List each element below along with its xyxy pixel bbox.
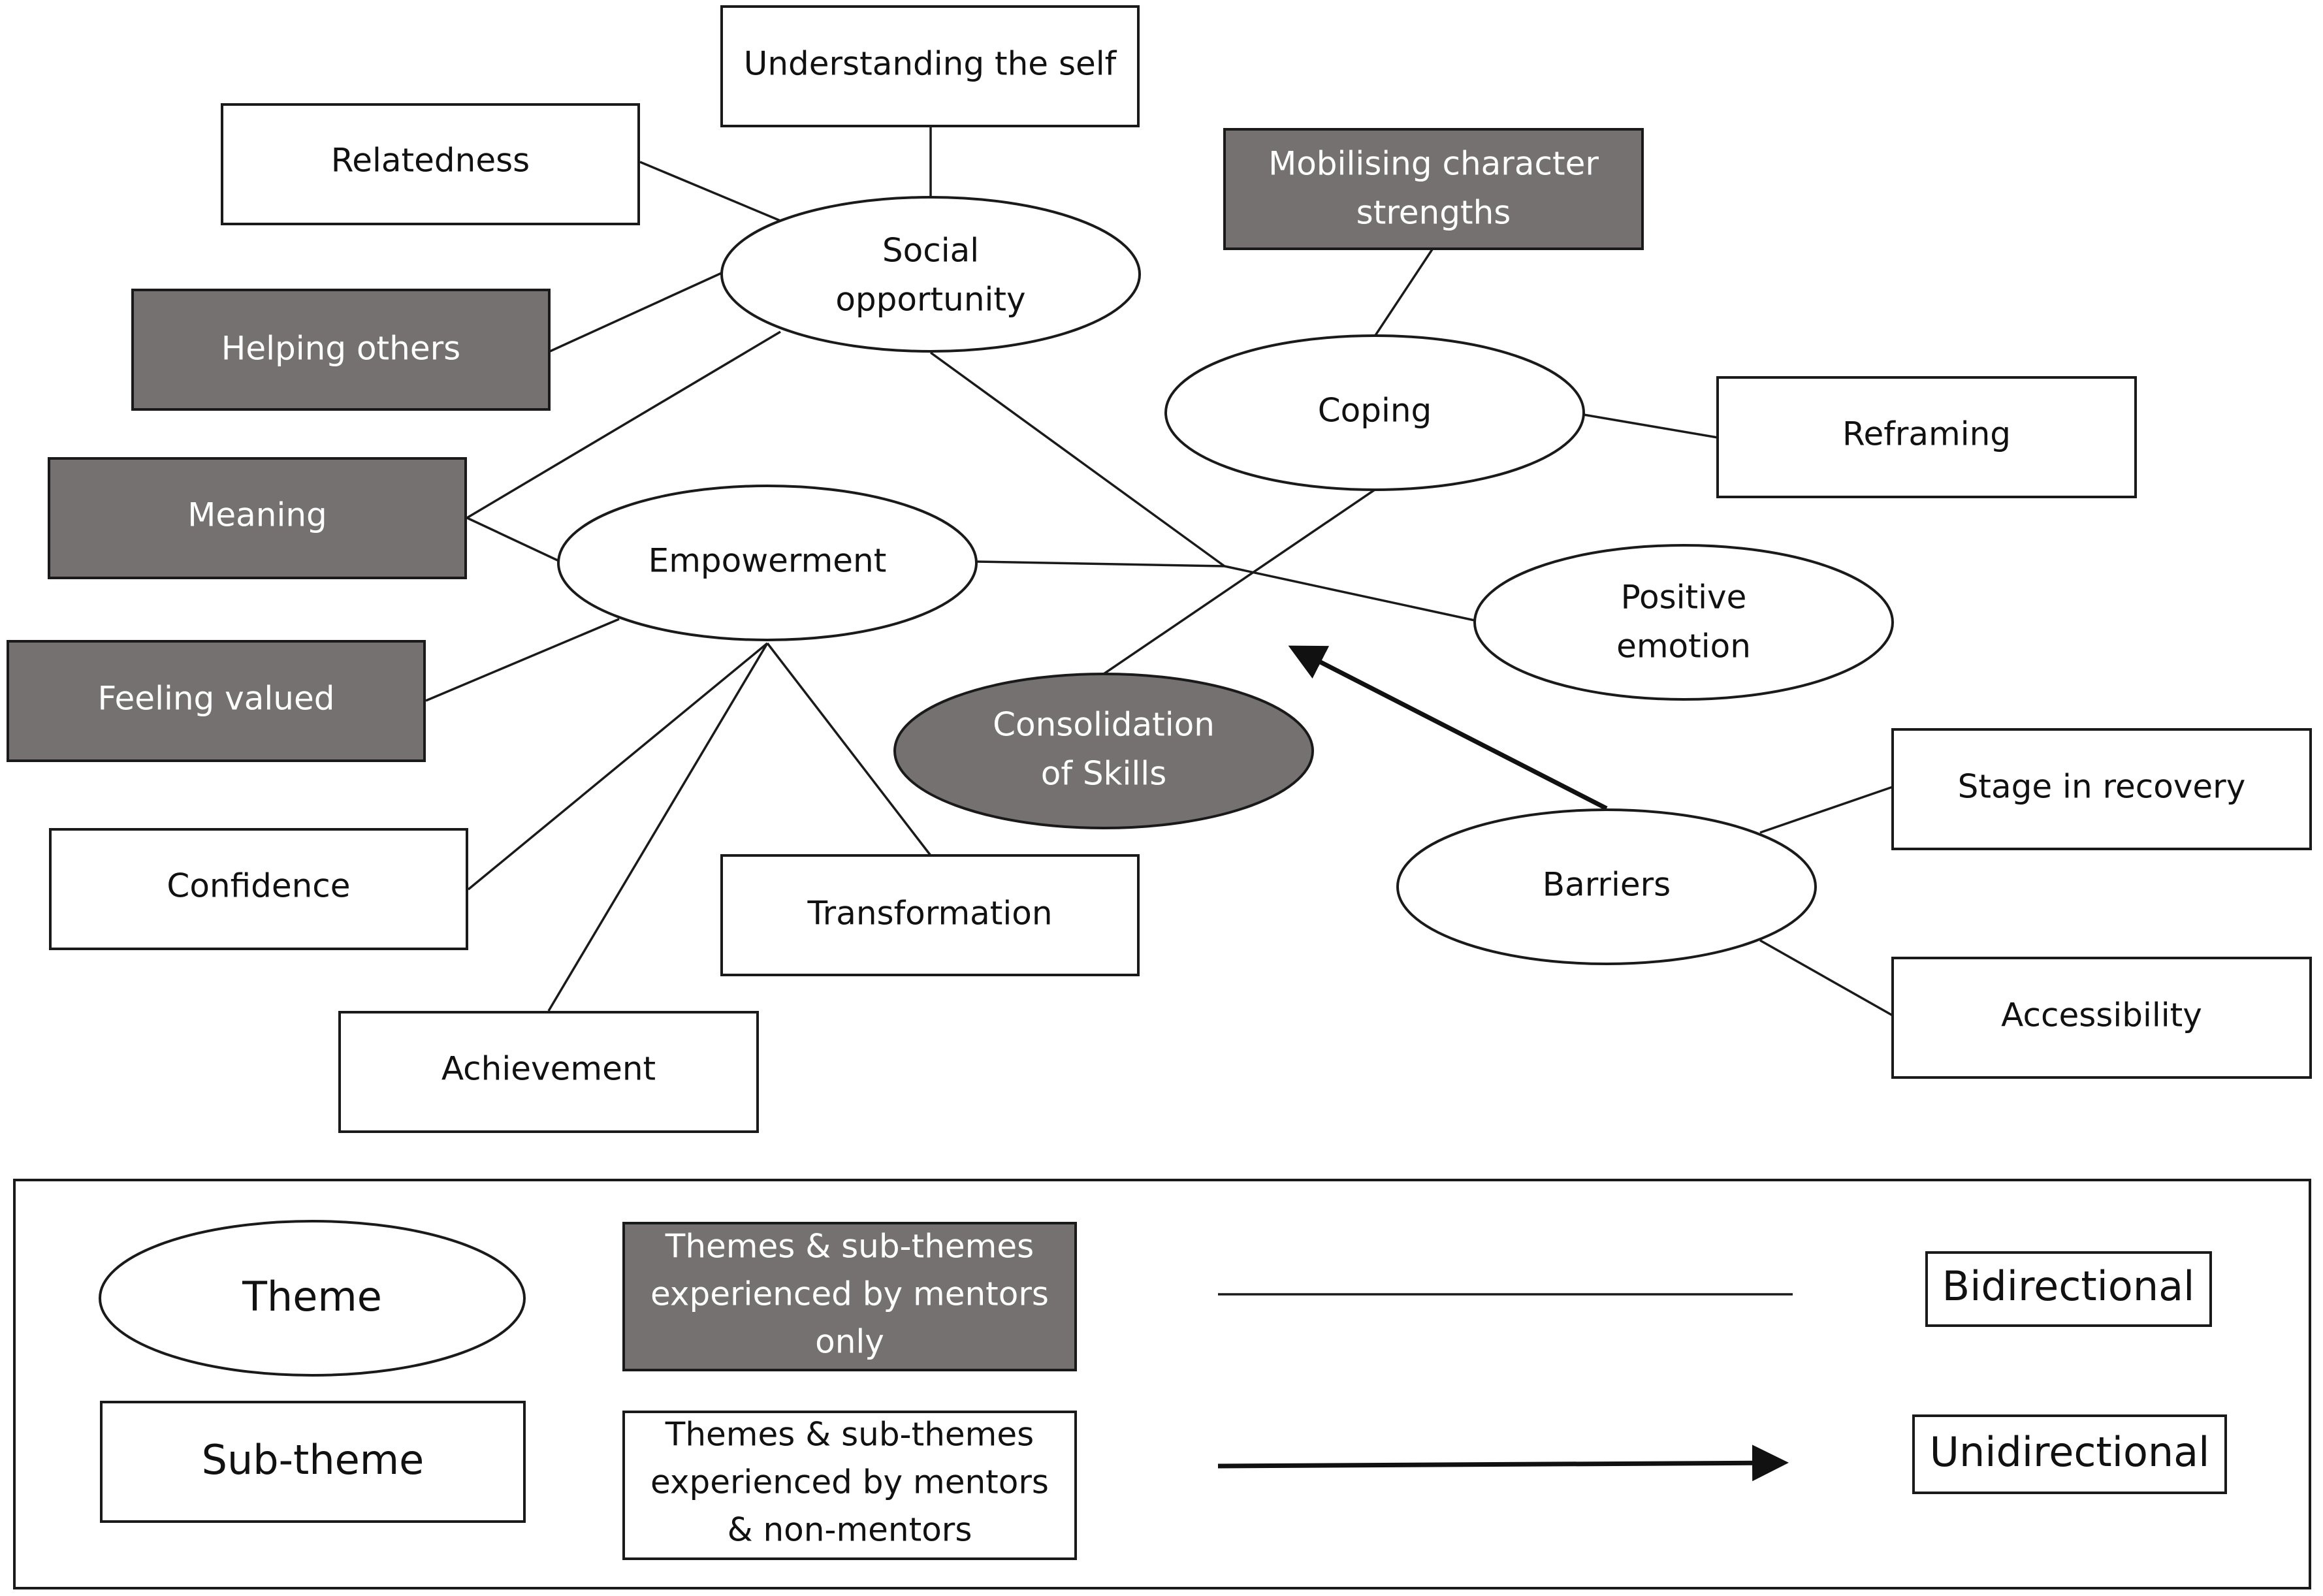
legend-mentors-only-line-1: Themes & sub-themes: [665, 1228, 1034, 1266]
edge-mobilising-coping: [1373, 249, 1434, 337]
edge-transformation-empowerment: [766, 642, 932, 857]
edge-confidence-empowerment: [467, 642, 769, 891]
subtheme-label: Relatedness: [331, 142, 530, 180]
subtheme-label: Feeling valued: [98, 680, 335, 718]
subtheme-mobilising-character-strengths: Mobilising character strengths: [1223, 128, 1644, 250]
subtheme-label: Reframing: [1842, 415, 2011, 453]
theme-empowerment: Empowerment: [557, 485, 978, 641]
legend-mentors-only: Themes & sub-themes experienced by mento…: [622, 1222, 1077, 1371]
edge-helping-others-social-opportunity: [549, 272, 722, 353]
subtheme-feeling-valued: Feeling valued: [7, 640, 426, 762]
legend-mentors-non-mentors-line-3: & non-mentors: [728, 1511, 972, 1549]
subtheme-label-line-1: Mobilising character: [1268, 145, 1599, 183]
edge-barriers-stage-recovery: [1759, 786, 1893, 834]
legend: Theme Sub-theme Themes & sub-themes expe…: [13, 1179, 2311, 1589]
theme-label: Empowerment: [649, 542, 887, 580]
subtheme-label: Achievement: [441, 1050, 656, 1088]
arrow-barriers-to-centre: [1288, 645, 1608, 811]
legend-unidirectional-arrow: [1217, 1444, 1789, 1482]
subtheme-label: Understanding the self: [744, 45, 1117, 83]
theme-consolidation-of-skills: Consolidation of Skills: [893, 673, 1314, 829]
theme-label-line-2: opportunity: [835, 281, 1025, 319]
subtheme-label: Meaning: [187, 496, 327, 534]
edge-meaning-empowerment: [466, 517, 561, 563]
edge-coping-reframing: [1583, 413, 1718, 439]
legend-mentors-and-non-mentors: Themes & sub-themes experienced by mento…: [622, 1411, 1077, 1560]
subtheme-transformation: Transformation: [720, 854, 1140, 976]
legend-mentors-non-mentors-line-1: Themes & sub-themes: [665, 1416, 1034, 1454]
edge-empowerment-positive-emotion-b: [1224, 565, 1475, 622]
edge-feeling-valued-empowerment: [425, 618, 620, 702]
theme-label: Barriers: [1543, 866, 1671, 904]
legend-sub-theme-label: Sub-theme: [202, 1436, 425, 1484]
legend-unidirectional: Unidirectional: [1912, 1414, 2227, 1494]
edge-achievement-empowerment: [547, 643, 769, 1012]
subtheme-confidence: Confidence: [49, 828, 468, 950]
subtheme-stage-in-recovery: Stage in recovery: [1891, 728, 2312, 850]
theme-label-line-2: of Skills: [1041, 755, 1167, 793]
subtheme-helping-others: Helping others: [131, 289, 551, 411]
subtheme-label: Helping others: [221, 330, 460, 368]
legend-bidirectional: Bidirectional: [1925, 1251, 2212, 1327]
edge-barriers-accessibility: [1759, 939, 1893, 1017]
theme-label-line-1: Social: [882, 232, 979, 270]
legend-mentors-only-line-2: experienced by mentors: [650, 1275, 1049, 1313]
theme-social-opportunity: Social opportunity: [720, 196, 1141, 353]
connections: [425, 127, 1893, 1017]
legend-bidirectional-label: Bidirectional: [1942, 1262, 2195, 1310]
theme-label-line-2: emotion: [1616, 628, 1751, 665]
subtheme-label: Accessibility: [2001, 997, 2202, 1034]
subtheme-achievement: Achievement: [338, 1011, 759, 1133]
subtheme-accessibility: Accessibility: [1891, 957, 2312, 1079]
legend-theme-label: Theme: [242, 1273, 382, 1320]
theme-label: Coping: [1318, 392, 1432, 430]
edge-empowerment-positive-emotion: [976, 560, 1225, 567]
legend-theme: Theme: [99, 1220, 526, 1377]
theme-coping: Coping: [1164, 334, 1585, 491]
legend-mentors-only-line-3: only: [815, 1323, 884, 1361]
theme-label-line-1: Consolidation: [993, 706, 1215, 744]
subtheme-label: Transformation: [807, 895, 1052, 933]
subtheme-meaning: Meaning: [48, 457, 467, 579]
edge-social-opportunity-cross: [929, 351, 1226, 567]
subtheme-label-line-2: strengths: [1356, 194, 1511, 232]
legend-unidirectional-label: Unidirectional: [1930, 1428, 2210, 1476]
subtheme-relatedness: Relatedness: [221, 103, 640, 225]
edge-meaning-social-opportunity: [466, 330, 781, 519]
subtheme-label: Confidence: [167, 867, 350, 905]
legend-sub-theme: Sub-theme: [100, 1401, 526, 1523]
subtheme-understanding-the-self: Understanding the self: [720, 5, 1140, 127]
legend-mentors-non-mentors-line-2: experienced by mentors: [650, 1463, 1049, 1501]
theme-label-line-1: Positive: [1621, 579, 1747, 616]
theme-positive-emotion: Positive emotion: [1473, 544, 1894, 701]
edge-coping-consolidation: [1103, 488, 1375, 675]
subtheme-label: Stage in recovery: [1958, 768, 2246, 806]
edge-relatedness-social-opportunity: [639, 161, 781, 222]
subtheme-reframing: Reframing: [1716, 376, 2137, 498]
theme-barriers: Barriers: [1396, 808, 1817, 965]
